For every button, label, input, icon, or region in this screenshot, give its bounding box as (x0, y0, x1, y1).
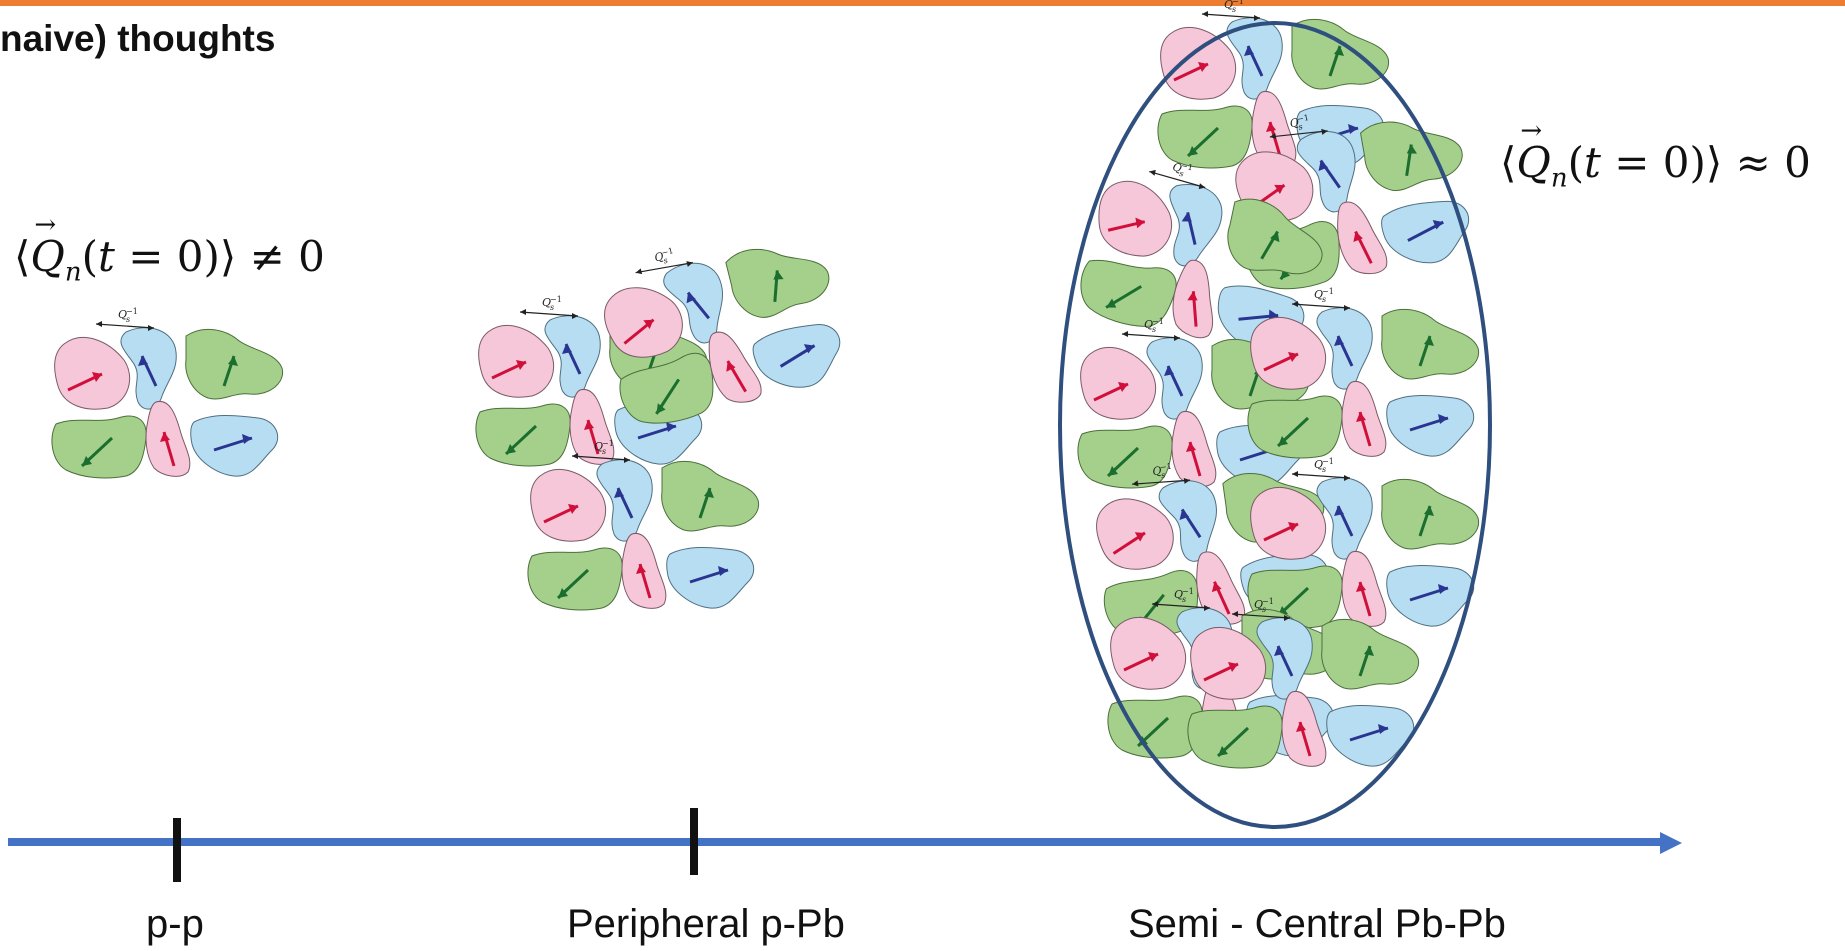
eq-pp-paren: ( (81, 232, 98, 281)
nucleus-ellipse (1058, 21, 1492, 829)
axis-label-semi-central-pbpb: Semi - Central Pb-Pb (1128, 902, 1506, 946)
pbpb-domain-cluster (1072, 0, 1482, 770)
eq-pp-t: t (97, 232, 115, 281)
axis-label-peripheral-ppb: Peripheral p-Pb (567, 902, 845, 946)
slide-title: naive) thoughts (0, 18, 276, 59)
centrality-axis (8, 832, 1682, 854)
eq-pbpb-t: t (1583, 138, 1601, 187)
eq-pbpb-bracket: ⟨ (1500, 138, 1517, 187)
eq-pp-bracket: ⟨ (14, 232, 31, 281)
eq-pp-sub: n (64, 257, 82, 288)
equation-nonzero: ⟨Qn(t = 0)⟩ ≠ 0 (14, 212, 325, 288)
eq-pbpb-q: Q (1516, 118, 1550, 184)
eq-pbpb-rest: = 0)⟩ ≈ 0 (1600, 138, 1811, 187)
equation-approx-zero: ⟨Qn(t = 0)⟩ ≈ 0 (1500, 118, 1811, 194)
axis-label-pp: p-p (146, 902, 204, 946)
eq-pp-q: Q (30, 212, 64, 278)
top-accent-bar (0, 0, 1845, 6)
eq-pbpb-paren: ( (1567, 138, 1584, 187)
pp-domain-cluster (50, 305, 285, 480)
eq-pbpb-sub: n (1550, 163, 1568, 194)
eq-pp-rest: = 0)⟩ ≠ 0 (114, 232, 325, 281)
ppb-domain-cluster (474, 209, 856, 612)
